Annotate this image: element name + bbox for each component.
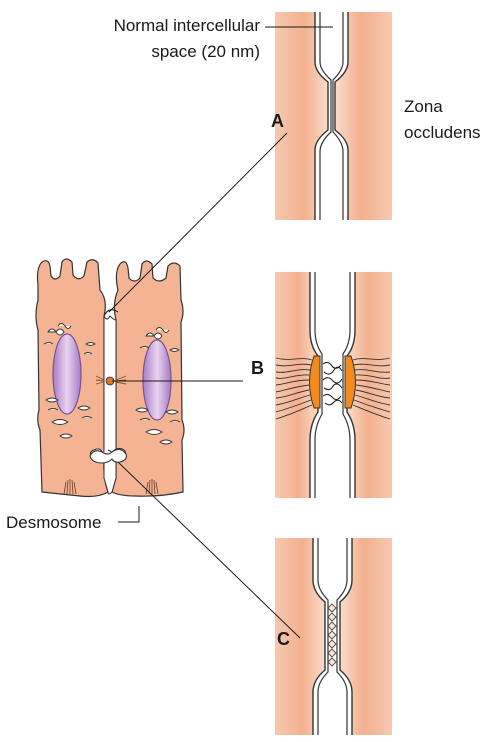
panel-b-letter: B bbox=[251, 358, 264, 378]
zona-occludens-label-line1: Zona bbox=[404, 97, 443, 116]
leader-zona-occludens bbox=[109, 133, 287, 312]
panel-c-connexons bbox=[328, 604, 336, 666]
panel-b-desmosome-macula: B bbox=[251, 272, 392, 498]
panel-a-letter: A bbox=[271, 111, 284, 131]
epithelial-cell-pair bbox=[36, 259, 184, 497]
panel-a-zona-occludens: A bbox=[271, 12, 392, 220]
leader-desmosome-bracket bbox=[118, 506, 139, 522]
panel-b-intercellular-linkers bbox=[323, 362, 342, 404]
desmosome-label: Desmosome bbox=[6, 513, 101, 532]
left-nucleus bbox=[53, 334, 81, 414]
panel-c-gap-junction: C bbox=[275, 538, 392, 735]
leader-desmosome-c bbox=[118, 462, 300, 638]
zona-occludens-label-line2: occludens bbox=[404, 123, 481, 142]
panel-c-right-cell bbox=[340, 538, 392, 735]
normal-space-label-line1: Normal intercellular bbox=[114, 16, 261, 35]
right-nucleus bbox=[143, 340, 171, 420]
panel-c-letter: C bbox=[277, 629, 290, 649]
normal-space-label-line2: space (20 nm) bbox=[151, 42, 260, 61]
intercellular-cleft bbox=[104, 316, 116, 494]
